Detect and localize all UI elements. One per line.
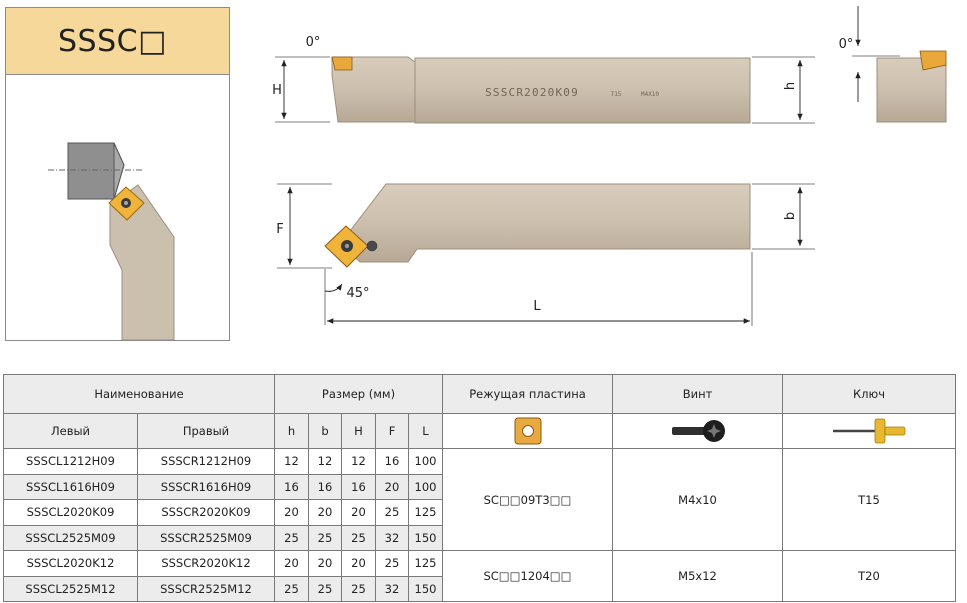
header-H: H	[341, 413, 376, 449]
cell-F: 25	[375, 499, 409, 526]
table-row: SSSCL1212H09 SSSCR1212H09 12 12 12 16 10…	[3, 448, 956, 551]
cell-L: 100	[408, 448, 443, 475]
side-view: H 0° SSSCR2020K09 T15 M4X10 h 0°	[272, 6, 947, 124]
header-insert: Режущая пластина	[442, 374, 613, 449]
cell-L: 150	[408, 575, 443, 602]
cell-b: 25	[308, 524, 342, 551]
header-name: Наименование	[3, 373, 275, 415]
right-model: SSSCR1212H09	[137, 448, 275, 475]
table-row: SSSCL2525M12 SSSCR2525M12 25 25 25 32 15…	[3, 575, 956, 602]
holder-shank-top-view	[109, 184, 175, 340]
top-view-holder	[339, 183, 751, 263]
side-view-insert	[331, 56, 353, 71]
cell-h: 20	[274, 550, 309, 577]
insert-icon	[443, 414, 612, 448]
header-screw-label: Винт	[613, 376, 782, 414]
top-view: F 45° b L	[276, 183, 815, 326]
cell-H: 20	[341, 499, 376, 526]
right-model: SSSCR2525M09	[137, 524, 275, 551]
dim-label-h: h	[783, 82, 798, 90]
left-model: SSSCL2020K09	[3, 499, 138, 526]
dim-label-L: L	[533, 299, 541, 314]
dim-label-H: H	[272, 83, 282, 98]
key-group-1: T15	[782, 448, 956, 551]
table-row: SSSCL2020K09 SSSCR2020K09 20 20 20 25 12…	[3, 499, 956, 526]
header-right: Правый	[137, 413, 275, 449]
cell-b: 25	[308, 575, 342, 602]
spec-table: Наименование Размер (мм) Режущая пластин…	[3, 373, 956, 602]
left-model: SSSCL2525M09	[3, 524, 138, 551]
left-model: SSSCL1212H09	[3, 448, 138, 475]
cell-H: 16	[341, 473, 376, 500]
side-view-shank	[414, 57, 751, 124]
header-key-label: Ключ	[783, 376, 955, 414]
screw-group-2: M5x12	[612, 550, 783, 602]
product-series-title: SSSC□	[6, 8, 229, 75]
key-icon	[783, 414, 955, 448]
cell-b: 12	[308, 448, 342, 475]
header-L: L	[408, 413, 443, 449]
shank-marking: SSSCR2020K09	[485, 86, 579, 99]
cell-F: 20	[375, 473, 409, 500]
cell-H: 20	[341, 550, 376, 577]
cell-b: 20	[308, 499, 342, 526]
cell-L: 125	[408, 550, 443, 577]
right-model: SSSCR1616H09	[137, 473, 275, 500]
header-F: F	[375, 413, 409, 449]
cell-F: 32	[375, 575, 409, 602]
cell-H: 25	[341, 524, 376, 551]
shank-marking-screw: M4X10	[641, 91, 659, 98]
header-h: h	[274, 413, 309, 449]
cell-h: 20	[274, 499, 309, 526]
key-group-2: T20	[782, 550, 956, 602]
right-model: SSSCR2020K09	[137, 499, 275, 526]
cell-h: 12	[274, 448, 309, 475]
table-row: SSSCL2020K12 SSSCR2020K12 20 20 20 25 12…	[3, 550, 956, 602]
header-left: Левый	[3, 413, 138, 449]
cell-h: 16	[274, 473, 309, 500]
technical-drawing: H 0° SSSCR2020K09 T15 M4X10 h 0° F	[272, 6, 947, 326]
cell-F: 32	[375, 524, 409, 551]
end-view-insert	[919, 50, 947, 71]
dim-label-F: F	[276, 222, 283, 237]
header-key: Ключ	[782, 374, 956, 449]
insert-group-1: SC□□09T3□□	[442, 448, 613, 551]
cell-b: 16	[308, 473, 342, 500]
cell-h: 25	[274, 524, 309, 551]
left-model: SSSCL1616H09	[3, 473, 138, 500]
angle-label-top-left: 0°	[306, 35, 321, 50]
right-model: SSSCR2020K12	[137, 550, 275, 577]
right-model: SSSCR2525M12	[137, 575, 275, 602]
cell-L: 100	[408, 473, 443, 500]
header-insert-label: Режущая пластина	[443, 376, 612, 414]
left-model: SSSCL2020K12	[3, 550, 138, 577]
screw-icon	[613, 414, 782, 448]
screw-group-1: M4x10	[612, 448, 783, 551]
dim-label-b: b	[783, 212, 798, 220]
angle-label-top-right: 0°	[839, 37, 854, 52]
left-model: SSSCL2525M12	[3, 575, 138, 602]
shank-marking-key: T15	[611, 91, 622, 98]
cell-F: 25	[375, 550, 409, 577]
cell-h: 25	[274, 575, 309, 602]
cell-H: 25	[341, 575, 376, 602]
cell-L: 150	[408, 524, 443, 551]
table-row: SSSCL1616H09 SSSCR1616H09 16 16 16 20 10…	[3, 473, 956, 500]
angle-label-45: 45°	[346, 286, 369, 301]
cell-L: 125	[408, 499, 443, 526]
header-size: Размер (мм)	[274, 373, 443, 415]
cell-H: 12	[341, 448, 376, 475]
title-panel: SSSC□	[5, 7, 230, 341]
header-screw: Винт	[612, 374, 783, 449]
cell-F: 16	[375, 448, 409, 475]
tool-holder-illustration	[48, 142, 175, 340]
cell-b: 20	[308, 550, 342, 577]
header-b: b	[308, 413, 342, 449]
insert-group-2: SC□□1204□□	[442, 550, 613, 602]
